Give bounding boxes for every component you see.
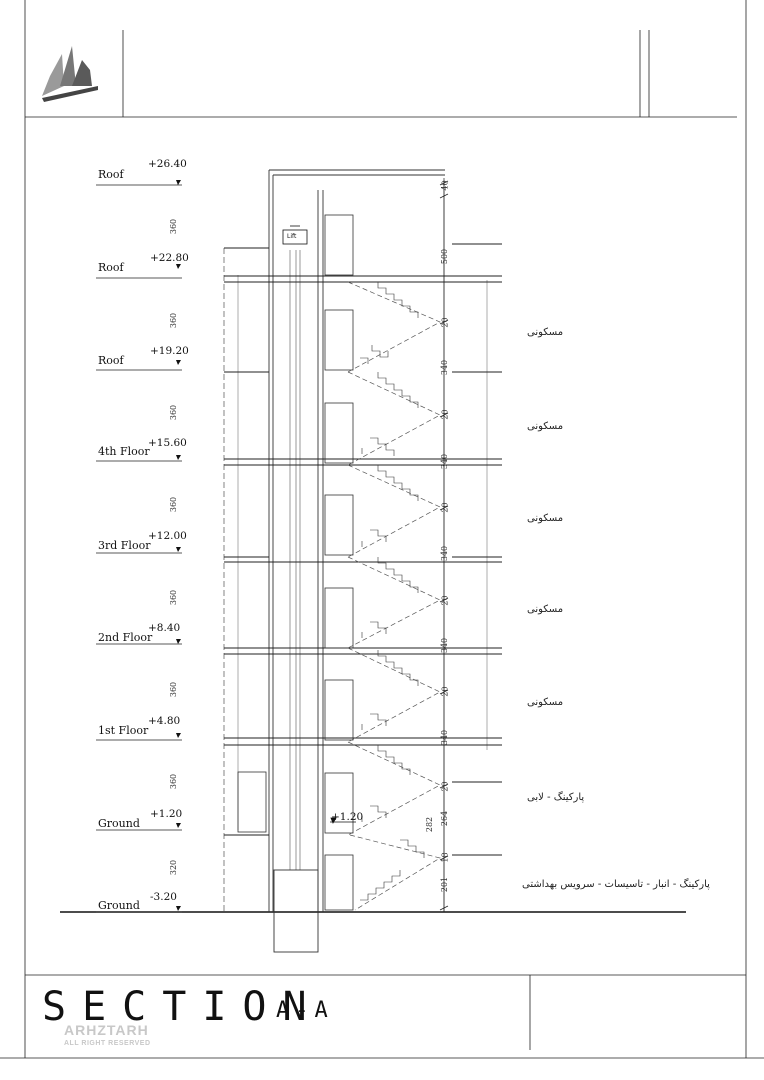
level-name: 2nd Floor xyxy=(98,631,153,644)
watermark-name: ARHZTARH xyxy=(64,1022,149,1038)
level-name: 1st Floor xyxy=(98,724,149,737)
level-elevation: -3.20 xyxy=(150,891,177,903)
level-elevation: +22.80 xyxy=(150,252,189,264)
mid-landing-marker xyxy=(330,817,356,824)
story-height: 360 xyxy=(169,496,179,513)
level-name: Roof xyxy=(98,261,124,274)
stair-dimension: 20 xyxy=(440,502,450,513)
story-height: 360 xyxy=(169,589,179,606)
room-note: مسکونی xyxy=(527,604,564,615)
lift-box xyxy=(282,229,308,245)
stair-dimension: 340 xyxy=(440,359,450,376)
level-elevation: +26.40 xyxy=(148,158,187,170)
stair-dimension: 340 xyxy=(440,729,450,746)
level-elevation: +1.20 xyxy=(150,808,183,820)
stair-dimension: 282 xyxy=(425,816,435,833)
level-elevation: +19.20 xyxy=(150,345,189,357)
level-elevation: +15.60 xyxy=(148,437,187,449)
dimension-chain xyxy=(439,178,449,912)
mid-landing-elevation: +1.20 xyxy=(331,811,364,823)
story-height: 360 xyxy=(169,312,179,329)
room-note: مسکونی xyxy=(527,697,564,708)
level-name: Ground xyxy=(98,899,140,912)
room-note: پارکینگ - لابی xyxy=(527,792,585,803)
stair-dimension: 20 xyxy=(440,317,450,328)
stair-dimension: 500 xyxy=(440,248,450,265)
floor-slabs xyxy=(224,243,502,856)
stair-dimension: 264 xyxy=(440,810,450,827)
drawing-subtitle: A-A xyxy=(276,998,334,1023)
stair-dimension: 20 xyxy=(440,686,450,697)
stair-dimension: 340 xyxy=(440,545,450,562)
stair-dimension: 20 xyxy=(440,781,450,792)
drawing-title: SECTION xyxy=(42,984,323,1030)
stair-dimension: 201 xyxy=(440,876,450,893)
level-ticks xyxy=(176,180,181,911)
story-height: 360 xyxy=(169,681,179,698)
lift-label: Lift xyxy=(287,233,297,240)
room-note: مسکونی xyxy=(527,513,564,524)
story-height: 360 xyxy=(169,773,179,790)
level-leaders xyxy=(96,180,182,913)
stair-flights xyxy=(347,281,441,911)
story-height: 320 xyxy=(169,859,179,876)
door-openings xyxy=(237,214,354,911)
level-name: Roof xyxy=(98,354,124,367)
room-note: مسکونی xyxy=(527,421,564,432)
level-elevation: +4.80 xyxy=(148,715,181,727)
stair-steps xyxy=(360,282,425,901)
level-name: 3rd Floor xyxy=(98,539,151,552)
level-name: Ground xyxy=(98,817,140,830)
room-note: پارکینگ - انبار - تاسیسات - سرویس بهداشت… xyxy=(522,879,710,890)
company-logo xyxy=(42,46,98,102)
level-name: Roof xyxy=(98,168,124,181)
room-note: مسکونی xyxy=(527,327,564,338)
story-height: 360 xyxy=(169,404,179,421)
stair-dimension: 20 xyxy=(440,409,450,420)
watermark-tagline: ALL RIGHT RESERVED xyxy=(64,1040,151,1047)
stair-dimension: 20 xyxy=(440,595,450,606)
level-name: 4th Floor xyxy=(98,445,150,458)
level-elevation: +12.00 xyxy=(148,530,187,542)
stair-dimension: 340 xyxy=(440,453,450,470)
stair-dimension: 40 xyxy=(440,180,450,191)
stair-dimension: 18 xyxy=(440,852,450,863)
story-height: 360 xyxy=(169,218,179,235)
stair-dimension: 340 xyxy=(440,637,450,654)
level-elevation: +8.40 xyxy=(148,622,181,634)
